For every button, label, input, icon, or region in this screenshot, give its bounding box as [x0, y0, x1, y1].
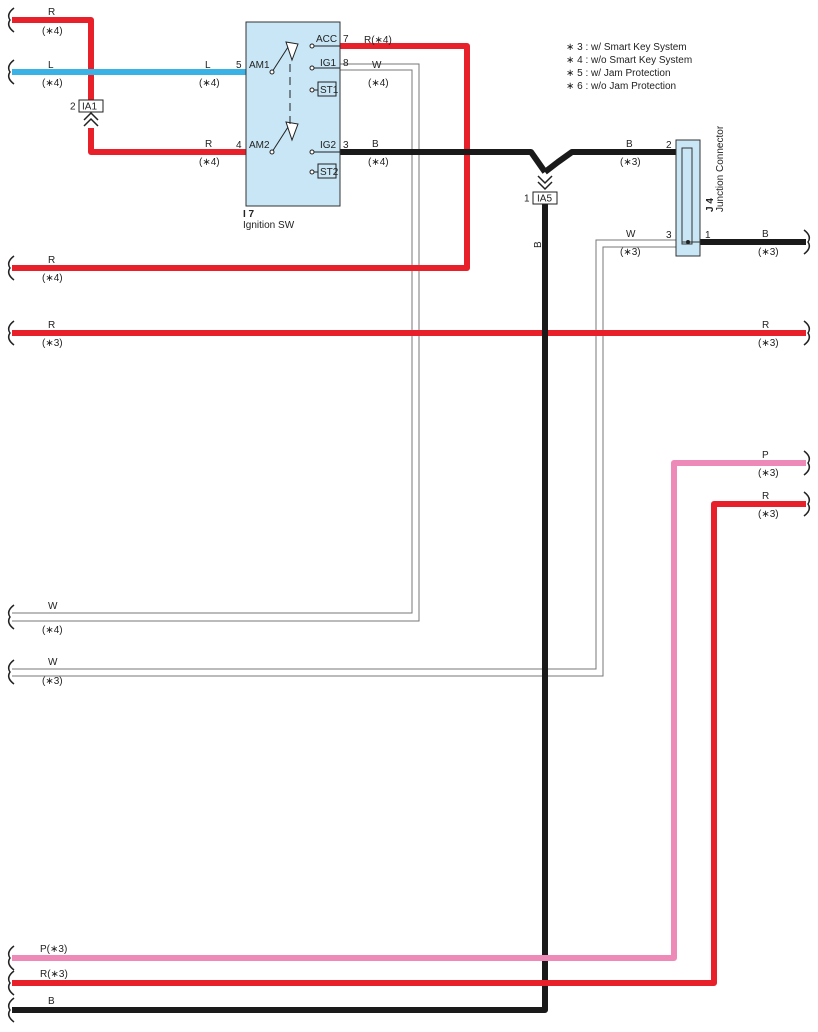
- wire-label: R: [48, 320, 55, 331]
- wire-note: (∗4): [42, 625, 63, 636]
- wire-note: (∗3): [620, 247, 641, 258]
- terminal-st2: ST2: [320, 167, 339, 178]
- pink-wire-p3: [12, 460, 806, 961]
- j4-pin-3: 3: [666, 230, 672, 241]
- j4-pin-1: 1: [705, 230, 711, 241]
- wire-note: (∗3): [42, 676, 63, 687]
- terminal-am2: AM2: [249, 140, 270, 151]
- wire-note: (∗4): [368, 157, 389, 168]
- wire-note: (∗3): [620, 157, 641, 168]
- terminal-am1: AM1: [249, 60, 270, 71]
- wire-label: R: [205, 139, 212, 150]
- ignition-switch: AM1 AM2 ACC IG1 ST1 IG2 ST2 7 8 5 4 3 I …: [236, 21, 349, 231]
- component-name-ignition-sw: Ignition SW: [243, 220, 295, 231]
- wire-label: B: [372, 139, 379, 150]
- wire-label: W: [372, 60, 382, 71]
- black-wire-to-j4: [543, 149, 676, 175]
- wire-labels: R (∗4) L (∗4) L (∗4) R (∗4) R(∗4) W (∗4)…: [40, 7, 779, 1007]
- wire-note: (∗3): [758, 247, 779, 258]
- wire-label: B: [48, 996, 55, 1007]
- wire-label: B: [533, 241, 544, 248]
- wire-note: (∗3): [42, 338, 63, 349]
- connector-ia1: IA1 2: [70, 99, 104, 127]
- wire-note: (∗4): [199, 157, 220, 168]
- wire-label: W: [626, 229, 636, 240]
- pin-acc: 7: [343, 34, 349, 45]
- white-wire-w3: [12, 239, 680, 677]
- wire-label: R: [762, 491, 769, 502]
- wire-label: W: [48, 657, 58, 668]
- wire-note: (∗4): [42, 26, 63, 37]
- wire-note: (∗4): [199, 78, 220, 89]
- wire-label: L: [48, 60, 54, 71]
- wire-label: R: [48, 7, 55, 18]
- legend-item-4: ∗ 4 : w/o Smart Key System: [566, 55, 692, 66]
- connector-ia1-pin: 2: [70, 102, 76, 113]
- pin-ig2: 3: [343, 140, 349, 151]
- wire-label: L: [205, 60, 211, 71]
- wire-label: W: [48, 601, 58, 612]
- wire-note: (∗4): [42, 78, 63, 89]
- component-id-i7: I 7: [243, 209, 255, 220]
- wire-label: R(∗4): [364, 35, 392, 46]
- pin-am1: 5: [236, 60, 242, 71]
- black-wire-ia5-down: [12, 204, 548, 1013]
- wire-label: R: [762, 320, 769, 331]
- component-id-j4: J 4: [705, 198, 716, 212]
- legend-item-6: ∗ 6 : w/o Jam Protection: [566, 81, 676, 92]
- wire-label: R: [48, 255, 55, 266]
- junction-connector-j4: 2 3 1 J 4 Junction Connector: [666, 125, 726, 257]
- pin-am2: 4: [236, 140, 242, 151]
- legend: ∗ 3 : w/ Smart Key System ∗ 4 : w/o Smar…: [566, 42, 692, 92]
- wire-note: (∗3): [758, 338, 779, 349]
- red-wire-r3-lower: [12, 501, 806, 986]
- component-name-junction-connector: Junction Connector: [715, 125, 726, 212]
- wire-end-brackets: [7, 7, 811, 1023]
- wire-label: B: [762, 229, 769, 240]
- terminal-ig1: IG1: [320, 58, 337, 69]
- connector-ia1-label: IA1: [82, 102, 97, 113]
- pin-ig1: 8: [343, 58, 349, 69]
- wire-label: R(∗3): [40, 969, 68, 980]
- legend-item-3: ∗ 3 : w/ Smart Key System: [566, 42, 687, 53]
- wire-label: P(∗3): [40, 944, 67, 955]
- wire-label: P: [762, 450, 769, 461]
- wire-note: (∗4): [368, 78, 389, 89]
- connector-ia5-label: IA5: [537, 194, 552, 205]
- terminal-st1: ST1: [320, 85, 339, 96]
- wire-label: B: [626, 139, 633, 150]
- red-wire-acc: [12, 43, 470, 271]
- connector-ia5-pin: 1: [524, 194, 530, 205]
- white-wire-w4: [12, 63, 420, 622]
- black-wire-ig2: [340, 149, 548, 174]
- j4-pin-2: 2: [666, 140, 672, 151]
- terminal-ig2: IG2: [320, 140, 337, 151]
- legend-item-5: ∗ 5 : w/ Jam Protection: [566, 68, 671, 79]
- wire-note: (∗3): [758, 509, 779, 520]
- connector-ia5: IA5 1: [524, 175, 558, 205]
- wire-note: (∗3): [758, 468, 779, 479]
- wire-note: (∗4): [42, 273, 63, 284]
- terminal-acc: ACC: [316, 34, 337, 45]
